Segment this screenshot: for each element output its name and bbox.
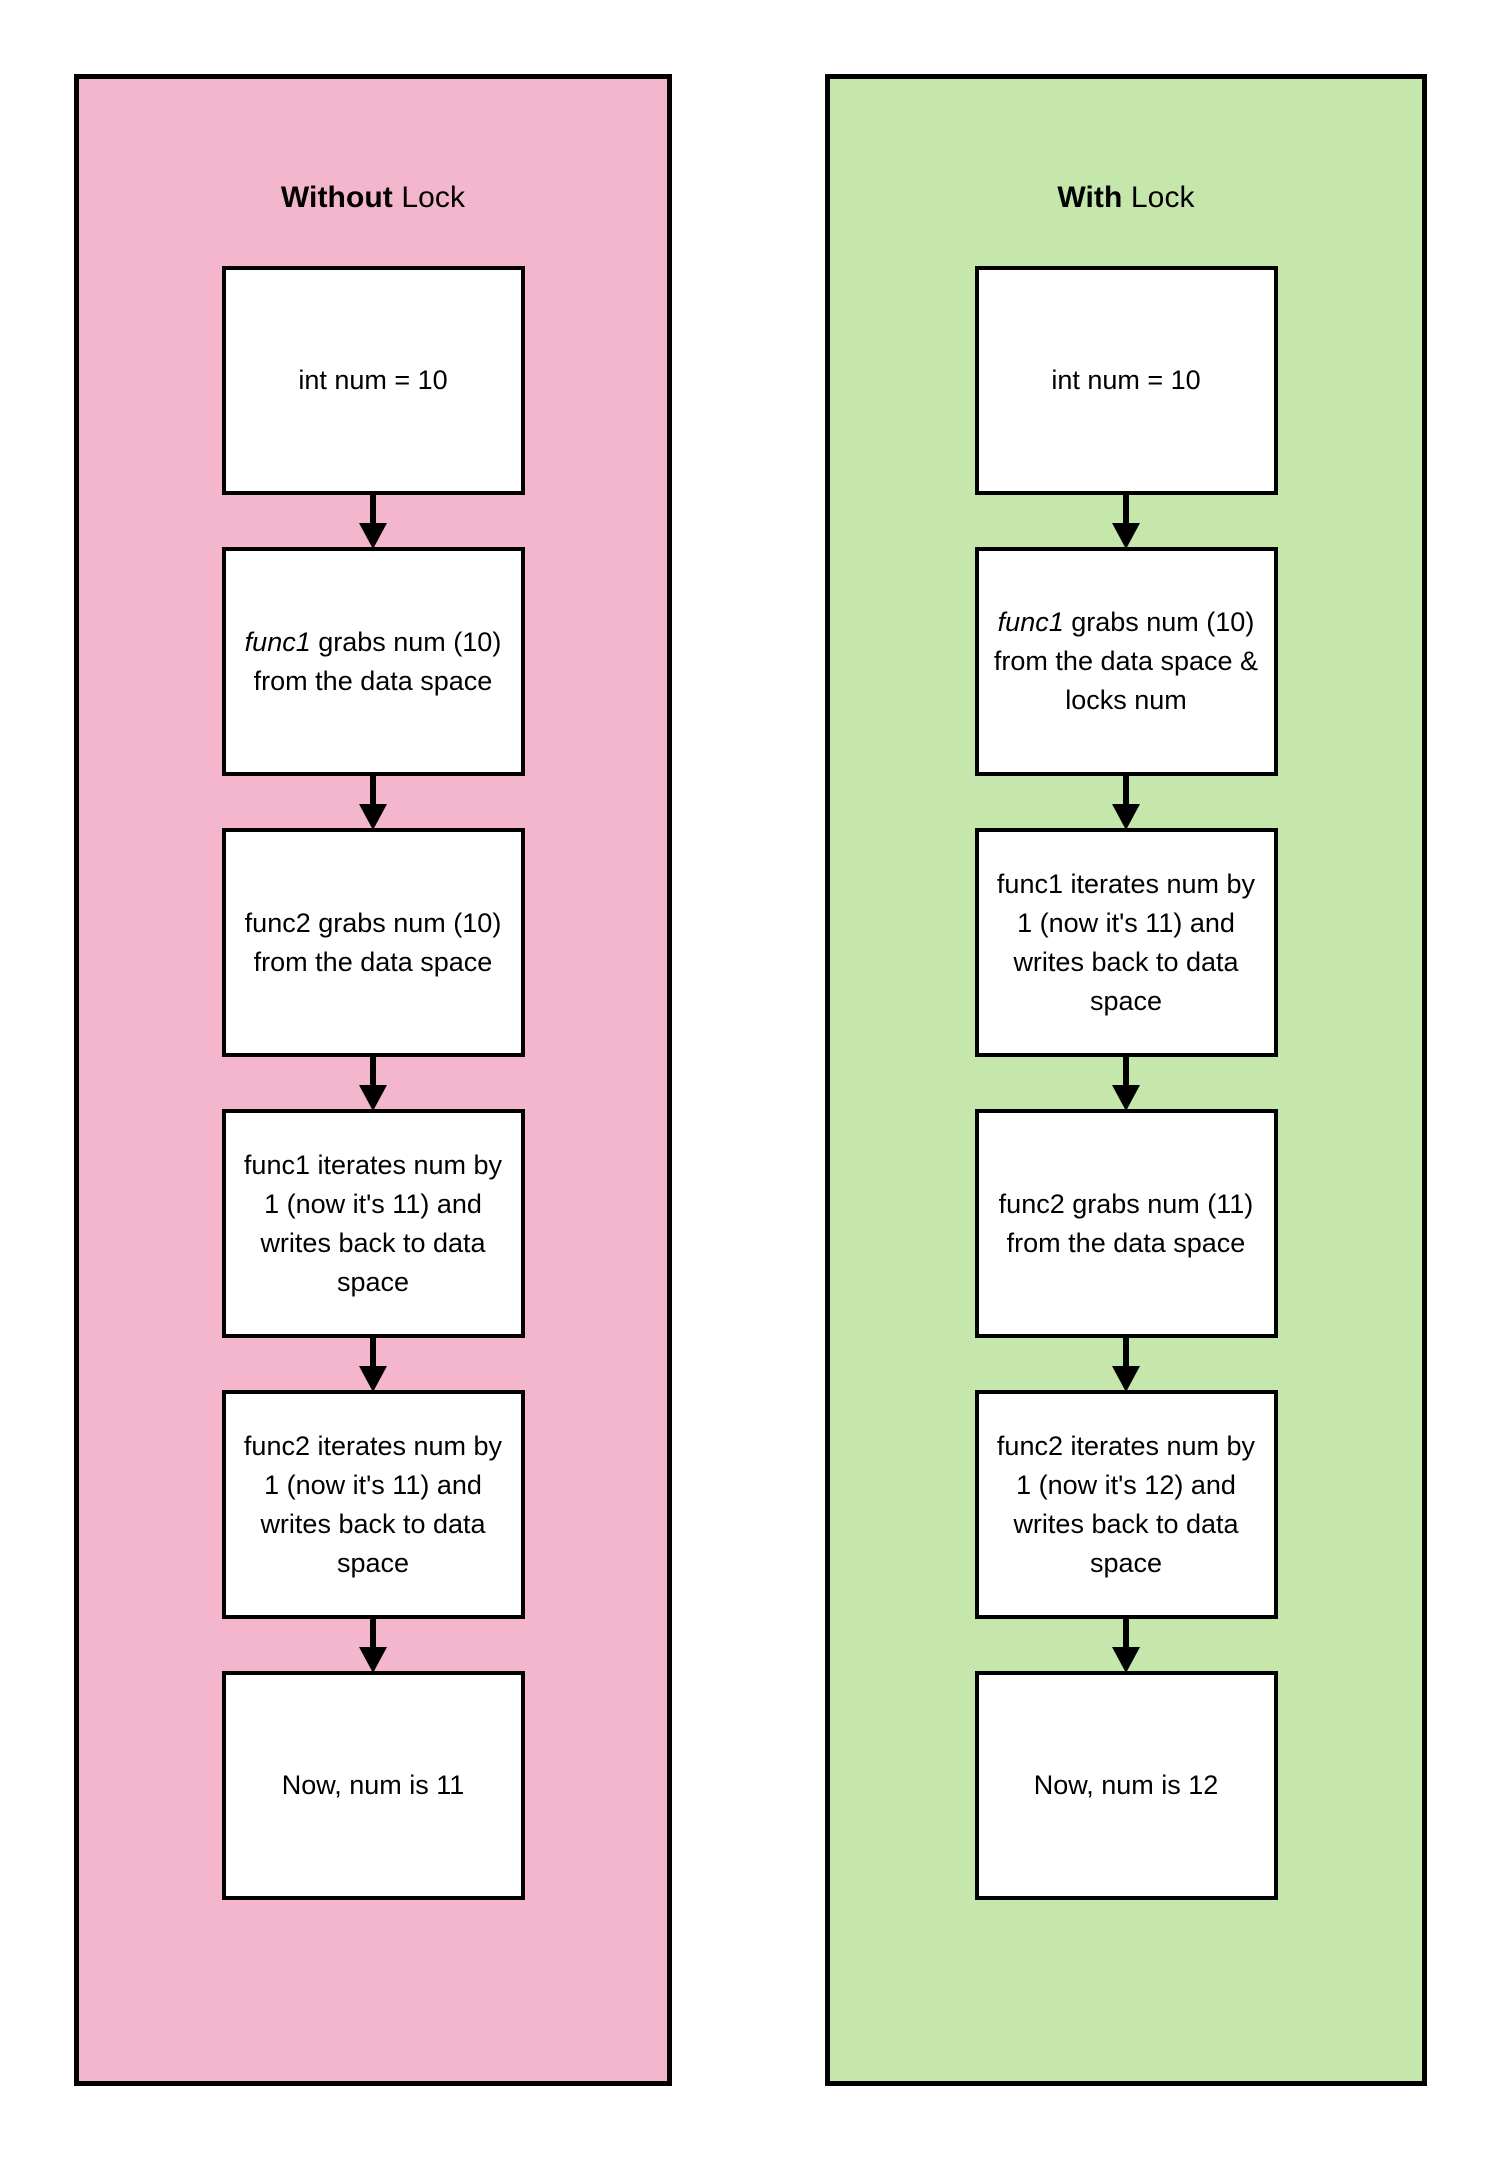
arrow-shaft-icon [370,1338,376,1371]
left-node-1-label: int num = 10 [288,361,457,400]
arrow-shaft-icon [370,776,376,809]
arrow-head-icon [359,523,387,549]
left-node-6[interactable]: Now, num is 11 [221,1671,525,1900]
right-node-5-label: func2 iterates num by 1 (now it's 12) an… [979,1427,1274,1583]
arrow-shaft-icon [1123,1057,1129,1090]
right-node-5-text: func2 iterates num by 1 (now it's 12) an… [996,1430,1256,1578]
arrow-head-icon [359,804,387,830]
left-node-4[interactable]: func1 iterates num by 1 (now it's 11) an… [221,1109,525,1338]
left-node-6-label: Now, num is 11 [272,1766,475,1805]
left-node-3[interactable]: func2 grabs num (10) from the data space [221,828,525,1057]
right-node-2[interactable]: func1 grabs num (10) from the data space… [974,547,1278,776]
arrow-shaft-icon [370,1619,376,1652]
panel-without-lock-title-bold: Without [280,181,393,214]
arrow-head-icon [1112,1647,1140,1673]
right-node-1-text: int num = 10 [1051,365,1201,395]
panel-with-lock-title-regular: Lock [1130,181,1195,214]
left-node-5-text: func2 iterates num by 1 (now it's 11) an… [243,1430,503,1578]
panel-with-lock: With Lock int num = 10 func1 grabs num (… [825,74,1427,2086]
left-node-2-label: func1 grabs num (10) from the data space [226,623,521,701]
left-node-1-text: int num = 10 [298,365,448,395]
left-node-4-label: func1 iterates num by 1 (now it's 11) an… [226,1146,521,1302]
left-node-2[interactable]: func1 grabs num (10) from the data space [221,547,525,776]
arrow-head-icon [359,1647,387,1673]
left-arrow-5 [79,1619,667,1673]
right-node-3-text: func1 iterates num by 1 (now it's 11) an… [996,868,1256,1016]
arrow-head-icon [359,1366,387,1392]
left-arrow-2 [79,776,667,830]
right-node-4[interactable]: func2 grabs num (11) from the data space [974,1109,1278,1338]
panel-with-lock-title-bold: With [1057,181,1123,214]
left-arrow-1 [79,495,667,549]
right-node-1[interactable]: int num = 10 [974,266,1278,495]
left-node-1[interactable]: int num = 10 [221,266,525,495]
left-node-4-text: func1 iterates num by 1 (now it's 11) an… [243,1149,503,1297]
arrow-head-icon [359,1085,387,1111]
right-node-3-label: func1 iterates num by 1 (now it's 11) an… [979,865,1274,1021]
arrow-head-icon [1112,1366,1140,1392]
left-node-2-emphasis: func1 [244,626,311,657]
arrow-shaft-icon [370,1057,376,1090]
arrow-shaft-icon [1123,1338,1129,1371]
left-node-3-label: func2 grabs num (10) from the data space [226,904,521,982]
right-arrow-4 [830,1338,1422,1392]
left-node-3-text: func2 grabs num (10) from the data space [244,907,502,977]
panel-without-lock: Without Lock int num = 10 func1 grabs nu… [74,74,672,2086]
right-node-6-label: Now, num is 12 [1024,1766,1229,1805]
right-node-1-label: int num = 10 [1041,361,1210,400]
right-node-2-label: func1 grabs num (10) from the data space… [979,603,1274,720]
left-node-6-text: Now, num is 11 [281,1770,465,1800]
left-arrow-4 [79,1338,667,1392]
left-node-2-text: grabs num (10) from the data space [253,626,502,696]
panel-without-lock-title-regular: Lock [401,181,466,214]
right-node-2-text: grabs num (10) from the data space & loc… [993,607,1259,715]
arrow-head-icon [1112,804,1140,830]
left-node-5[interactable]: func2 iterates num by 1 (now it's 11) an… [221,1390,525,1619]
right-node-4-label: func2 grabs num (11) from the data space [979,1185,1274,1263]
right-arrow-1 [830,495,1422,549]
arrow-head-icon [1112,1085,1140,1111]
right-node-5[interactable]: func2 iterates num by 1 (now it's 12) an… [974,1390,1278,1619]
left-node-5-label: func2 iterates num by 1 (now it's 11) an… [226,1427,521,1583]
right-node-4-text: func2 grabs num (11) from the data space [998,1188,1254,1258]
arrow-shaft-icon [1123,495,1129,528]
right-node-6-text: Now, num is 12 [1033,1770,1219,1800]
arrow-shaft-icon [1123,1619,1129,1652]
right-arrow-2 [830,776,1422,830]
panel-without-lock-title: Without Lock [79,181,667,215]
right-node-6[interactable]: Now, num is 12 [974,1671,1278,1900]
right-arrow-3 [830,1057,1422,1111]
arrow-shaft-icon [1123,776,1129,809]
arrow-head-icon [1112,523,1140,549]
flow-with-lock: int num = 10 func1 grabs num (10) from t… [830,266,1422,1900]
panel-with-lock-title: With Lock [830,181,1422,215]
right-node-3[interactable]: func1 iterates num by 1 (now it's 11) an… [974,828,1278,1057]
flow-without-lock: int num = 10 func1 grabs num (10) from t… [79,266,667,1900]
right-node-2-emphasis: func1 [997,607,1064,637]
arrow-shaft-icon [370,495,376,528]
left-arrow-3 [79,1057,667,1111]
right-arrow-5 [830,1619,1422,1673]
